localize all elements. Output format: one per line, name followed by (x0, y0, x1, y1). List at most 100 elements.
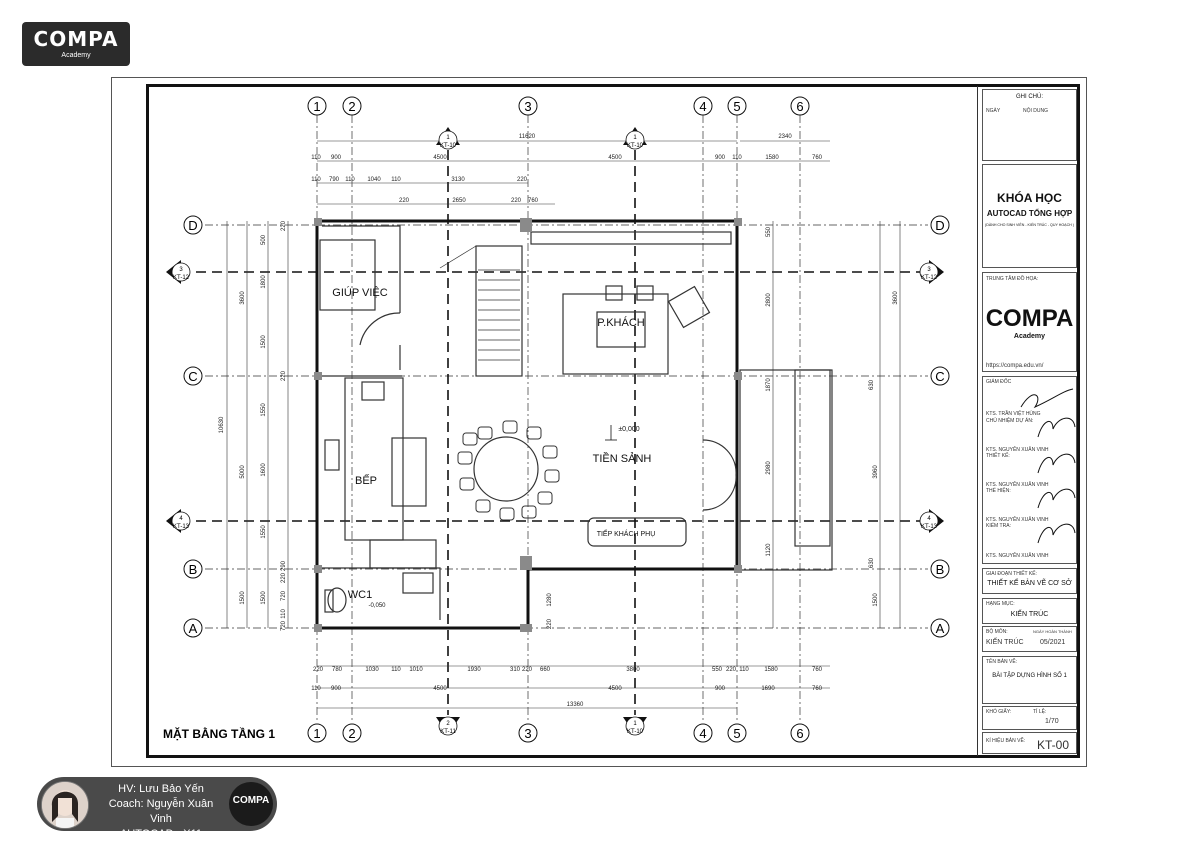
dim-text: 110 (391, 177, 401, 183)
dim-text: 1930 (467, 667, 481, 673)
dim-text: 1120 (766, 543, 772, 557)
axis-label: B (189, 562, 198, 577)
dim-text: 5000 (240, 465, 246, 479)
notes-box: GHI CHÚ: NGÀY NỘI DUNG (982, 89, 1077, 161)
room-label-giup-viec: GIÚP VIỆC (332, 286, 387, 299)
staircase (439, 245, 520, 361)
axis-label: 4 (699, 726, 706, 741)
designer-name: KTS. NGUYỄN XUÂN VINH (986, 482, 1049, 488)
dim-text: 310 (510, 667, 521, 673)
sheet-label: KÍ HIỆU BẢN VẼ: (986, 738, 1026, 744)
columns (314, 218, 742, 632)
dim-text: 1010 (409, 667, 423, 673)
dim-text: 1280 (547, 593, 553, 607)
level-symbol (605, 425, 617, 441)
dim-text: 2980 (766, 461, 772, 475)
dim-text: 110 (281, 609, 287, 619)
notes-col-date: NGÀY (986, 108, 1001, 114)
dim-text: 10630 (219, 416, 225, 433)
dim-text: 900 (331, 155, 342, 161)
dim-text: 630 (869, 379, 875, 390)
dim-text: 630 (869, 557, 875, 568)
axis-label: 2 (348, 99, 355, 114)
dim-text: 110 (345, 177, 355, 183)
dim-text: 2800 (766, 293, 772, 307)
dim-text: 760 (528, 198, 539, 204)
paper-label: KHỔ GIẤY: (986, 709, 1012, 715)
logo-text: COMPA (33, 27, 119, 51)
dim-text: 1550 (261, 525, 267, 539)
compa-logo: COMPA Academy (22, 22, 130, 66)
axis-label: 1 (313, 99, 320, 114)
dim-text: 1870 (766, 378, 772, 392)
axis-label: 3 (524, 99, 531, 114)
axis-label: 6 (796, 726, 803, 741)
signature-box: GIÁM ĐỐC KTS. TRẦN VIỆT HÙNG CHỦ NHIỆM D… (982, 376, 1077, 564)
axis-label: 5 (733, 726, 740, 741)
dim-text: 1550 (261, 403, 267, 417)
section-number: 3 (179, 267, 183, 273)
axis-label: A (936, 621, 945, 636)
dim-text: 1500 (873, 593, 879, 607)
dept-box: BỘ MÔN: KIẾN TRÚC NGÀY HOÀN THÀNH 05/202… (982, 626, 1077, 652)
dim-text: 220 (281, 220, 287, 231)
section-sheet: KT-10 (627, 729, 644, 735)
axis-label: A (189, 621, 198, 636)
dim-text: 4500 (608, 686, 622, 692)
dim-text: 760 (812, 667, 823, 673)
dim-text: 2650 (452, 198, 466, 204)
dim-text: 220 (281, 572, 287, 583)
dim-text: 1580 (765, 155, 779, 161)
scale-box: KHỔ GIẤY: TỈ LỆ: 1/70 (982, 706, 1077, 730)
logo-subtext: Academy (61, 52, 91, 59)
room-label-p-khach: P.KHÁCH (597, 316, 645, 329)
dim-text: 500 (261, 234, 267, 245)
designer-label: THIẾT KẾ: (986, 453, 1010, 459)
coach-name: Coach: Nguyễn Xuân Vinh (108, 798, 214, 825)
axis-label: B (936, 562, 945, 577)
student-card: HV: Lưu Bảo Yến Coach: Nguyễn Xuân Vinh … (37, 777, 277, 840)
card-logo-text: COMPA (232, 795, 270, 806)
dim-text: 110 (311, 155, 321, 161)
sheet-box: KÍ HIỆU BẢN VẼ: KT-00 (982, 732, 1077, 754)
level-wc: -0,050 (368, 603, 386, 609)
dim-text: 220 (517, 177, 528, 183)
avatar-image (42, 782, 88, 828)
interior-walls (319, 225, 833, 620)
dim-text: 900 (331, 686, 342, 692)
dim-text: 110 (391, 667, 401, 673)
section-sheet: KT-11 (440, 729, 456, 735)
axis-label: 2 (348, 726, 355, 741)
director-name: KTS. TRẦN VIỆT HÙNG (986, 411, 1041, 417)
scale-label: TỈ LỆ: (1033, 709, 1047, 715)
axis-label: 4 (699, 99, 706, 114)
course-note: (DÀNH CHO SINH VIÊN - KIẾN TRÚC - QUY HO… (985, 223, 1074, 227)
dim-text: 900 (715, 155, 726, 161)
drawing-sheet (111, 77, 1087, 767)
plan-title: MẶT BẰNG TẦNG 1 (163, 726, 275, 741)
dim-text: 13360 (567, 702, 584, 708)
axis-bubbles: 1 2 3 4 5 6 1 2 3 4 5 6 D C B A D C B A (183, 96, 950, 743)
dim-text: 760 (812, 155, 823, 161)
phase-value: THIẾT KẾ BẢN VẼ CƠ SỞ (987, 580, 1072, 587)
dim-text: 110 (739, 667, 749, 673)
dim-text: 1040 (367, 177, 381, 183)
dim-text: 1600 (261, 463, 267, 477)
dim-text: 220 (522, 667, 533, 673)
item-value: KIẾN TRÚC (1010, 611, 1049, 618)
dim-text: 660 (540, 667, 551, 673)
item-box: HẠNG MỤC: KIẾN TRÚC (982, 598, 1077, 624)
axis-label: D (935, 218, 944, 233)
date-label: NGÀY HOÀN THÀNH (1033, 629, 1072, 634)
dimension-texts: 11620 2340 110 900 4500 4500 900 110 158… (219, 134, 899, 708)
dim-text: 1500 (261, 335, 267, 349)
dim-text: 720 (281, 590, 287, 601)
dim-text: 900 (715, 686, 726, 692)
room-label-bep: BẾP (355, 474, 377, 487)
drawing-name: BÀI TẬP DỰNG HÌNH SỐ 1 (992, 673, 1067, 679)
room-label-tien-sanh: TIỀN SẢNH (593, 452, 652, 465)
dim-text: 220 (399, 198, 410, 204)
dim-text: 110 (732, 155, 742, 161)
section-number: 3 (927, 267, 931, 273)
drawing-label: TÊN BẢN VẼ: (986, 659, 1018, 665)
